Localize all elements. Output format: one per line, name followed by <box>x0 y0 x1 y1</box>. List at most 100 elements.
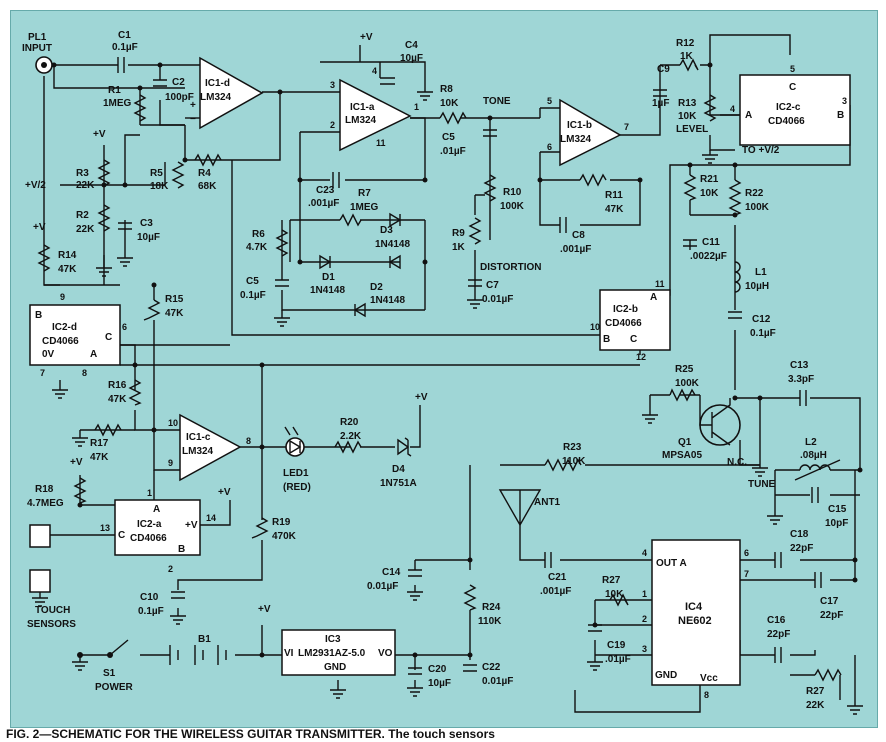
label-c13: C13 <box>790 360 809 371</box>
label-r19: R19 <box>272 517 291 528</box>
label-ic1b-name: IC1-b <box>567 120 592 131</box>
label-d1-value: 1N4148 <box>310 285 345 296</box>
label-ic1d-part: LM324 <box>200 92 232 103</box>
c5b-capacitor <box>275 279 289 287</box>
label-ic3-vi: VI <box>284 648 294 659</box>
label-ic2b-part: CD4066 <box>605 318 642 329</box>
label-ic2d-name: IC2-d <box>52 322 77 333</box>
d1-diode <box>319 254 332 270</box>
c1-capacitor <box>117 57 125 73</box>
pin-number: 12 <box>636 352 646 362</box>
label-c1-value: 0.1µF <box>112 42 138 53</box>
label-r20: R20 <box>340 417 359 428</box>
label-led1-color: (RED) <box>283 482 311 493</box>
r23-resistor <box>544 458 582 472</box>
label-r11-value: 47K <box>605 204 624 215</box>
label-r21: R21 <box>700 174 719 185</box>
pin-number: 5 <box>790 64 795 74</box>
r7-resistor <box>339 213 362 227</box>
label-c5b: C5 <box>246 276 259 287</box>
label-sensors: SENSORS <box>27 619 76 630</box>
label-d4-value: 1N751A <box>380 478 417 489</box>
label-ic3-gnd: GND <box>324 662 346 673</box>
label-r27b: R27 <box>806 686 825 697</box>
r20-resistor <box>334 440 362 454</box>
labels: PL1 INPUT C1 0.1µF R1 1MEG C2 100pF IC1-… <box>22 30 848 711</box>
label-d2: D2 <box>370 282 383 293</box>
label-input: INPUT <box>22 43 52 54</box>
c18-capacitor <box>774 552 782 568</box>
label-ic2b-c: C <box>630 334 637 345</box>
r6-resistor <box>275 229 289 257</box>
r27-resistor <box>609 593 629 607</box>
ic1-d-opamp <box>199 56 264 130</box>
label-r19-value: 470K <box>272 531 297 542</box>
label-c19: C19 <box>607 640 626 651</box>
c10-capacitor <box>171 591 185 599</box>
pin-number: 2 <box>642 614 647 624</box>
c20-capacitor <box>408 667 422 675</box>
pin-number: 4 <box>730 104 735 114</box>
ic1-b-opamp <box>559 98 622 167</box>
pin-number: 11 <box>376 138 386 148</box>
label-level: LEVEL <box>676 124 708 135</box>
label-r2-value: 22K <box>76 224 95 235</box>
label-ic2c-c: C <box>789 82 796 93</box>
label-ic1c-part: LM324 <box>182 446 214 457</box>
label-r7-value: 1MEG <box>350 202 379 213</box>
power-switch-icon <box>109 639 129 656</box>
label-r8-value: 10K <box>440 98 459 109</box>
c12-capacitor <box>728 311 742 319</box>
label-ic2a-c: C <box>118 530 125 541</box>
label-ic1a-name: IC1-a <box>350 102 375 113</box>
label-r16: R16 <box>108 380 127 391</box>
r1-resistor <box>133 94 147 122</box>
label-ic2a-name: IC2-a <box>137 519 162 530</box>
r15-resistor <box>143 299 161 321</box>
label-distortion: DISTORTION <box>480 262 541 273</box>
label-ic2c-b: B <box>837 110 844 121</box>
label-ic2c-part: CD4066 <box>768 116 805 127</box>
battery-icon <box>169 645 227 665</box>
d2-diode <box>388 254 401 270</box>
pin-number: 10 <box>168 418 178 428</box>
label-c12: C12 <box>752 314 771 325</box>
label-plus-v-4: +V <box>415 392 428 403</box>
label-pl1: PL1 <box>28 32 47 43</box>
r10-potentiometer <box>475 174 497 202</box>
label-r3-value: 22K <box>76 180 95 191</box>
pin-number: 14 <box>206 513 216 523</box>
d2b-diode <box>353 302 366 318</box>
label-c12-value: 0.1µF <box>750 328 776 339</box>
label-r24: R24 <box>482 602 501 613</box>
label-r1-value: 1MEG <box>103 98 132 109</box>
label-c4: C4 <box>405 40 418 51</box>
label-d3-value: 1N4148 <box>375 239 410 250</box>
label-c17-value: 22pF <box>820 610 843 621</box>
label-r13: R13 <box>678 98 697 109</box>
c14-capacitor <box>408 569 422 577</box>
label-c8: C8 <box>572 230 585 241</box>
label-r24-value: 110K <box>478 616 502 627</box>
label-q1: Q1 <box>678 437 692 448</box>
label-r15: R15 <box>165 294 184 305</box>
label-touch: TOUCH <box>35 605 70 616</box>
label-r17: R17 <box>90 438 109 449</box>
label-c14-value: 0.01µF <box>367 581 398 592</box>
label-r22-value: 100K <box>745 202 770 213</box>
label-c14: C14 <box>382 567 401 578</box>
c3-capacitor <box>118 222 132 230</box>
r3-resistor <box>97 159 111 187</box>
label-c9: C9 <box>657 64 670 75</box>
label-v2: +V/2 <box>25 180 46 191</box>
r5-resistor <box>171 161 185 189</box>
c5-capacitor <box>483 129 497 137</box>
label-c10-value: 0.1µF <box>138 606 164 617</box>
ic3-regulator <box>281 629 396 676</box>
label-ic2c-a: A <box>745 110 752 121</box>
label-ic3-part: LM2931AZ-5.0 <box>298 648 366 659</box>
label-ic2d-a: A <box>90 349 97 360</box>
label-r17-value: 47K <box>90 452 109 463</box>
label-r5-value: 18K <box>150 181 169 192</box>
